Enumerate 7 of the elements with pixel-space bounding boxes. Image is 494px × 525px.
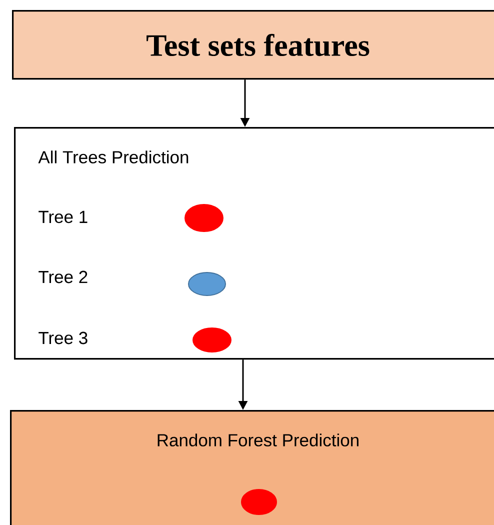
prediction-dot xyxy=(192,328,232,352)
prediction-dot xyxy=(241,489,277,515)
prediction-panel: All Trees Prediction Tree 1 Tree 2 Tree 3 xyxy=(14,127,494,360)
prediction-dot xyxy=(184,204,224,232)
prediction-dot xyxy=(188,272,226,296)
result-box: Random Forest Prediction xyxy=(10,410,494,525)
title-box: Test sets features xyxy=(12,10,494,80)
